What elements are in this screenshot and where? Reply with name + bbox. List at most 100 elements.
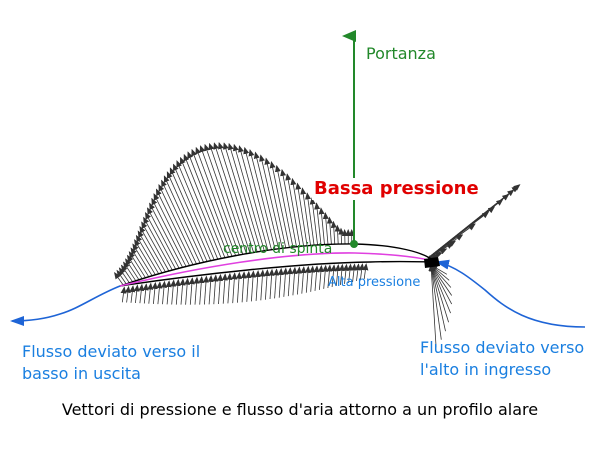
pressure-vector xyxy=(342,263,349,284)
airfoil-upper-surface xyxy=(119,243,436,287)
suction-vector xyxy=(183,153,226,258)
outgoing-flow-label: Flusso deviato verso il basso in uscita xyxy=(22,341,200,385)
incoming-flow-label: Flusso deviato verso l'alto in ingresso xyxy=(420,337,584,381)
incoming-flow-label-line2: l'alto in ingresso xyxy=(420,360,552,379)
pressure-vector xyxy=(245,270,252,302)
suction-vector xyxy=(135,234,160,275)
suction-vector xyxy=(314,202,322,245)
pressure-vector xyxy=(264,269,270,300)
outgoing-flow-streamline xyxy=(10,285,121,326)
suction-vector xyxy=(130,247,150,278)
suction-vector xyxy=(134,239,156,276)
suction-vector xyxy=(125,258,140,281)
pressure-vector xyxy=(354,263,361,281)
camber-line xyxy=(119,252,436,287)
pressure-vector xyxy=(133,284,140,304)
suction-vector xyxy=(238,145,269,251)
suction-vector xyxy=(132,243,153,277)
pressure-vector xyxy=(236,271,242,303)
pressure-vector xyxy=(429,264,449,323)
outgoing-flow-label-line2: basso in uscita xyxy=(22,364,141,383)
suction-vector xyxy=(208,142,247,254)
suction-vector xyxy=(155,188,194,265)
suction-vector xyxy=(330,220,337,245)
suction-vector xyxy=(269,161,290,248)
pressure-vector xyxy=(428,264,437,348)
outgoing-flow-label-line1: Flusso deviato verso il xyxy=(22,342,201,361)
pressure-vector xyxy=(217,273,224,305)
suction-vector xyxy=(163,175,204,263)
suction-vector xyxy=(169,167,212,261)
pressure-vector xyxy=(179,278,186,305)
pressure-vector xyxy=(277,267,284,298)
high-pressure-label: Alta pressione xyxy=(328,275,421,290)
high-pressure-vectors xyxy=(120,263,453,348)
suction-vector xyxy=(338,227,345,245)
suction-vector xyxy=(137,230,163,274)
pressure-vector xyxy=(273,268,280,299)
pressure-vector xyxy=(291,266,298,296)
suction-vector xyxy=(139,225,166,273)
suction-vector xyxy=(128,251,146,279)
pressure-vector xyxy=(313,265,320,291)
pressure-vector xyxy=(358,263,365,280)
pressure-vector xyxy=(156,281,163,305)
suction-vector xyxy=(158,183,197,265)
incoming-flow-label-line1: Flusso deviato verso xyxy=(420,338,585,357)
suction-vector xyxy=(295,182,308,246)
pressure-vector xyxy=(124,285,131,303)
leading-edge-stagnation-cluster xyxy=(424,257,440,268)
pressure-vector xyxy=(188,277,195,305)
suction-vector xyxy=(187,151,229,258)
pressure-vector xyxy=(286,267,293,297)
pressure-vector xyxy=(202,275,209,305)
pressure-vector xyxy=(250,270,256,302)
suction-vector xyxy=(199,145,240,256)
suction-vector xyxy=(322,212,329,245)
pressure-vector xyxy=(151,281,158,304)
pressure-vector xyxy=(160,280,167,305)
pressure-vector xyxy=(207,274,214,305)
pressure-vector xyxy=(240,271,247,303)
suction-vector xyxy=(116,269,127,285)
pressure-vector xyxy=(259,269,266,301)
lift-label: Portanza xyxy=(366,44,436,63)
suction-vector xyxy=(204,143,244,255)
pressure-vector xyxy=(304,265,311,293)
suction-vector xyxy=(161,179,201,264)
suction-vector xyxy=(153,193,190,266)
pressure-vector xyxy=(346,263,353,283)
center-of-pressure-dot xyxy=(350,240,358,248)
suction-vector xyxy=(318,207,325,245)
low-pressure-label: Bassa pressione xyxy=(312,178,481,200)
pressure-vector xyxy=(129,285,136,303)
pressure-vector xyxy=(221,273,228,304)
center-of-pressure-label: centro di spinta xyxy=(223,241,333,257)
suction-vector xyxy=(179,156,222,259)
suction-vector xyxy=(141,221,170,272)
pressure-vector xyxy=(226,272,233,304)
suction-pressure-vectors xyxy=(114,142,521,286)
suction-vector xyxy=(151,197,187,267)
pressure-vector xyxy=(300,266,307,294)
pressure-vector xyxy=(120,286,127,303)
pressure-vector xyxy=(428,264,442,340)
suction-vector xyxy=(147,207,180,269)
pressure-vector xyxy=(212,274,219,305)
pressure-vector xyxy=(138,283,145,304)
suction-vector xyxy=(280,168,297,247)
pressure-vector xyxy=(282,267,289,297)
suction-vector xyxy=(309,197,318,246)
suction-vector xyxy=(173,163,215,261)
suction-vector xyxy=(222,142,258,253)
pressure-vector xyxy=(326,264,333,289)
pressure-vector xyxy=(231,272,238,304)
incoming-flow-streamline xyxy=(435,259,586,328)
suction-vector xyxy=(274,164,294,248)
pressure-vector xyxy=(254,270,261,301)
pressure-vector xyxy=(184,277,191,305)
suction-vector xyxy=(334,224,341,245)
pressure-vector xyxy=(147,282,154,304)
suction-vector xyxy=(253,151,280,249)
